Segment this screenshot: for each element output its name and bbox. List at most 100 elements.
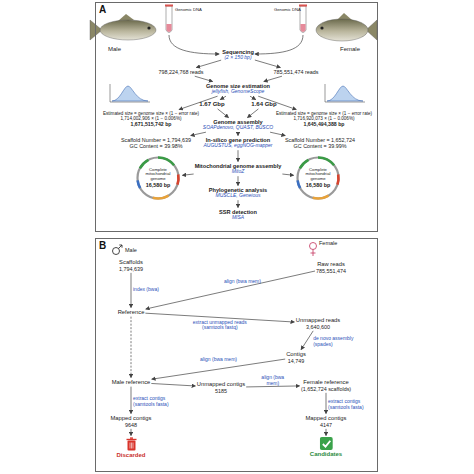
node-text: Scaffold Number = 1,794,639 (121, 137, 191, 143)
result-text: Scaffold Number = 1,794,639GC Content = … (121, 137, 191, 149)
flow-arrow (326, 429, 327, 436)
node-text: Complete mitochondrial genome (143, 168, 173, 182)
female-symbol-cross (311, 250, 316, 257)
histogram-axis (325, 84, 365, 102)
node-text: 1,671,515,742 bp (103, 122, 199, 128)
male-symbol (113, 248, 120, 255)
result-text: Scaffold Number = 1,652,724GC Content = … (285, 137, 355, 149)
flow-arrow (255, 60, 280, 67)
node-text: Contigs (286, 351, 306, 358)
node-text: 9648 (111, 422, 152, 428)
check-icon (320, 437, 333, 450)
gene-segment (318, 156, 335, 166)
data-node: Mapped contigs9648 (111, 415, 152, 428)
flow-arrow (218, 109, 229, 118)
sample-arrow (255, 35, 303, 54)
data-node: Contigs14,749 (286, 351, 306, 364)
node-text: Unmapped contigs (197, 381, 245, 388)
edge-label: align (bwa mem) (255, 375, 291, 386)
sample-tube (166, 6, 172, 33)
node-text: Unmapped reads (296, 317, 340, 324)
flow-arrow (270, 132, 285, 135)
flow-arrow (282, 174, 293, 175)
node-text: MitoZ (195, 169, 282, 175)
flow-arrow (131, 273, 132, 308)
trash-body (127, 441, 135, 451)
histogram-axis (110, 84, 150, 102)
gene-segment (152, 194, 169, 199)
flow-arrow (301, 331, 313, 350)
node-text: Scaffold Number = 1,652,724 (285, 137, 355, 143)
edge-label: index (bwa) (133, 287, 163, 293)
panel-letter: A (99, 4, 106, 16)
gene-segment (176, 174, 180, 185)
gene-segment (139, 159, 149, 169)
sample-tube (300, 6, 306, 33)
flow-arrow (264, 76, 282, 81)
node-text: 785,551,474 (316, 268, 346, 274)
node-text: Estimated size = genome size × (1 − erro… (103, 111, 199, 116)
node-text: 4147 (306, 422, 347, 428)
flow-arrow (238, 200, 239, 207)
node-text: 3,640,600 (296, 324, 340, 330)
process-step: Sequencing(2 × 150 bp) (222, 49, 254, 61)
node-text: 785,551,474 reads (274, 69, 319, 75)
fish-eye (320, 26, 323, 29)
process-step: Genome size estimationjellyfish, GenomeS… (206, 83, 270, 95)
process-step: Genome assemblySOAPdenovo, QUAST, BUSCO (203, 119, 273, 131)
node-text: AUGUSTUS, eggNOG-mapper (204, 143, 273, 149)
female-symbol (310, 243, 317, 250)
figure-panel: A Sequencing(2 × 150 bp) 798,224,768 reads… (95, 2, 378, 232)
figure-panel: BScaffolds1,794,639Raw reads785,551,474R… (95, 238, 378, 472)
flow-arrow (146, 271, 315, 309)
sample-arrow (169, 35, 219, 54)
data-node: Unmapped contigs5185 (197, 381, 245, 394)
node-text: SOAPdenovo, QUAST, BUSCO (203, 125, 273, 131)
kmer-histogram (327, 86, 363, 101)
figure-label: Female (319, 240, 337, 246)
node-text: jellyfish, GenomeScope (206, 89, 270, 95)
figure-label: Genomic DNA (274, 8, 301, 13)
edge-label: extract contigs (samtools fasta) (133, 396, 177, 407)
gene-segment (299, 159, 309, 169)
node-text: 1,716,920,073 × (1 − 0.006%) (276, 116, 372, 121)
tube-cap (165, 5, 173, 7)
node-text: 1,794,639 (119, 266, 143, 272)
data-node: Male reference (112, 379, 151, 386)
node-text: 798,224,768 reads (159, 69, 204, 75)
flow-arrow (131, 429, 132, 436)
flow-arrow (238, 132, 239, 135)
genome-size: 1.64 Gbp (251, 101, 276, 108)
node-text: Complete mitochondrial genome (303, 168, 333, 182)
tube-sample (166, 24, 171, 32)
gene-segment (336, 174, 340, 185)
process-step: Phylogenetic analysisMUSCLE, Geneious (209, 187, 267, 199)
flow-arrow (248, 109, 259, 118)
size-estimate: Estimated size = genome size × (1 − erro… (276, 111, 372, 128)
flow-arrow (220, 96, 226, 99)
male-symbol-arrow (119, 245, 123, 249)
male-fish (100, 20, 156, 40)
flow-arrow (183, 174, 194, 175)
figure-label: Male (125, 247, 137, 253)
edge-label: extract unmapped reads (samtools fastq) (192, 320, 248, 331)
node-text: Mapped contigs (111, 415, 152, 422)
node-text: MUSCLE, Geneious (209, 193, 267, 199)
result-text: 798,224,768 reads (159, 69, 204, 75)
edge-label: extract contigs (samtools fasta) (328, 399, 372, 410)
flow-arrow (131, 387, 132, 414)
figure-label: Female (340, 46, 360, 53)
node-text: 14,749 (286, 358, 306, 364)
fish-eye (147, 26, 150, 29)
node-text: 1,645,494,388 bp (276, 122, 372, 128)
node-text: 1.67 Gbp (199, 101, 224, 108)
result-text: 785,551,474 reads (274, 69, 319, 75)
flow-arrow (238, 176, 239, 185)
genome-size: 1.67 Gbp (199, 101, 224, 108)
tube-cap (299, 5, 307, 7)
data-node: Unmapped reads3,640,600 (296, 317, 340, 330)
node-text: Candidates (310, 451, 342, 458)
size-estimate: Estimated size = genome size × (1 − erro… (103, 111, 199, 128)
